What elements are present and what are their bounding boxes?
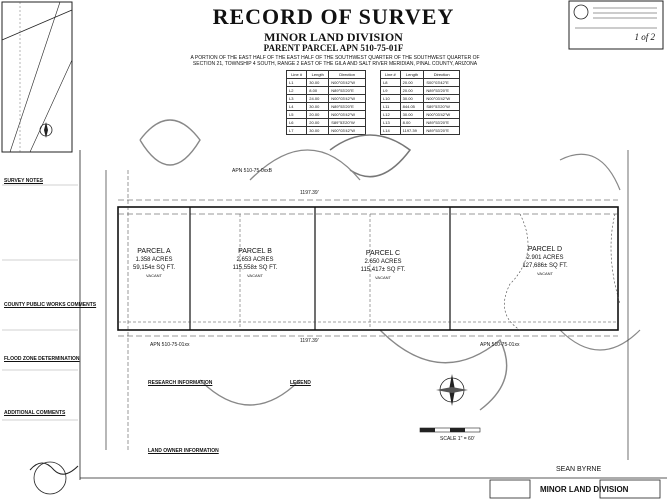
north-apn: APN 510-75-0xxB bbox=[232, 168, 273, 174]
legal-description-line-2: SECTION 21, TOWNSHIP 4 SOUTH, RANGE 2 EA… bbox=[192, 61, 478, 67]
owner-heading: LAND OWNER INFORMATION bbox=[148, 448, 219, 454]
recorder-stamp bbox=[568, 0, 664, 50]
parcel-c-label: PARCEL C 2.650 ACRES 115,417± SQ FT. VAC… bbox=[338, 250, 428, 282]
scale-label: SCALE 1" = 60' bbox=[440, 436, 475, 442]
parcel-c-name: PARCEL C bbox=[365, 250, 401, 257]
parcel-c-sqft: 115,417± SQ FT. bbox=[360, 267, 406, 273]
parcel-a-acres: 1.358 ACRES bbox=[135, 257, 173, 263]
parcel-b-acres: 2.653 ACRES bbox=[236, 257, 274, 263]
parcel-b-name: PARCEL B bbox=[238, 248, 272, 255]
survey-notes-heading: SURVEY NOTES bbox=[4, 178, 43, 184]
parcel-d-acres: 2.901 ACRES bbox=[526, 255, 564, 261]
research-heading: RESEARCH INFORMATION bbox=[148, 380, 213, 386]
parcel-a-sqft: 59,154± SQ FT. bbox=[133, 265, 175, 271]
parcel-d-sqft: 127,686± SQ FT. bbox=[522, 263, 568, 269]
document-title: RECORD OF SURVEY bbox=[212, 4, 455, 29]
additional-comments-heading: ADDITIONAL COMMENTS bbox=[4, 410, 66, 416]
sheet-number: 1 of 2 bbox=[634, 32, 655, 42]
legend-heading: LEGEND bbox=[290, 380, 311, 386]
county-public-heading: COUNTY PUBLIC WORKS COMMENTS bbox=[4, 302, 97, 308]
parcel-c-tag: VACANT bbox=[375, 275, 391, 280]
south-dimension: 1197.39' bbox=[300, 338, 319, 344]
parcel-d-label: PARCEL D 2.901 ACRES 127,686± SQ FT. VAC… bbox=[500, 246, 590, 278]
footer-title: MINOR LAND DIVISION bbox=[540, 485, 629, 494]
north-dimension: 1197.39' bbox=[300, 190, 319, 196]
parcel-c-acres: 2.650 ACRES bbox=[364, 259, 402, 265]
parcel-a-name: PARCEL A bbox=[137, 248, 171, 255]
south-apn-a: APN 510-75-01xx bbox=[150, 342, 190, 348]
legal-description: A PORTION OF THE EAST HALF OF THE EAST H… bbox=[150, 55, 520, 67]
south-apn-b: APN 510-75-01xx bbox=[480, 342, 520, 348]
parcel-a-label: PARCEL A 1.358 ACRES 59,154± SQ FT. VACA… bbox=[118, 248, 190, 280]
flood-zone-heading: FLOOD ZONE DETERMINATION bbox=[4, 356, 80, 362]
parcel-b-label: PARCEL B 2.653 ACRES 115,558± SQ FT. VAC… bbox=[210, 248, 300, 280]
legal-description-line-1: A PORTION OF THE EAST HALF OF THE EAST H… bbox=[190, 55, 480, 61]
parcel-b-sqft: 115,558± SQ FT. bbox=[232, 265, 278, 271]
parcel-d-tag: VACANT bbox=[537, 271, 553, 276]
parcel-b-tag: VACANT bbox=[247, 273, 263, 278]
surveyor-name: SEAN BYRNE bbox=[556, 466, 602, 473]
parent-parcel: PARENT PARCEL APN 510-75-01F bbox=[263, 43, 404, 53]
vicinity-map bbox=[1, 1, 73, 153]
document-subtitle: MINOR LAND DIVISION bbox=[264, 30, 403, 44]
parcel-a-tag: VACANT bbox=[146, 273, 162, 278]
parcel-d-name: PARCEL D bbox=[527, 246, 563, 253]
